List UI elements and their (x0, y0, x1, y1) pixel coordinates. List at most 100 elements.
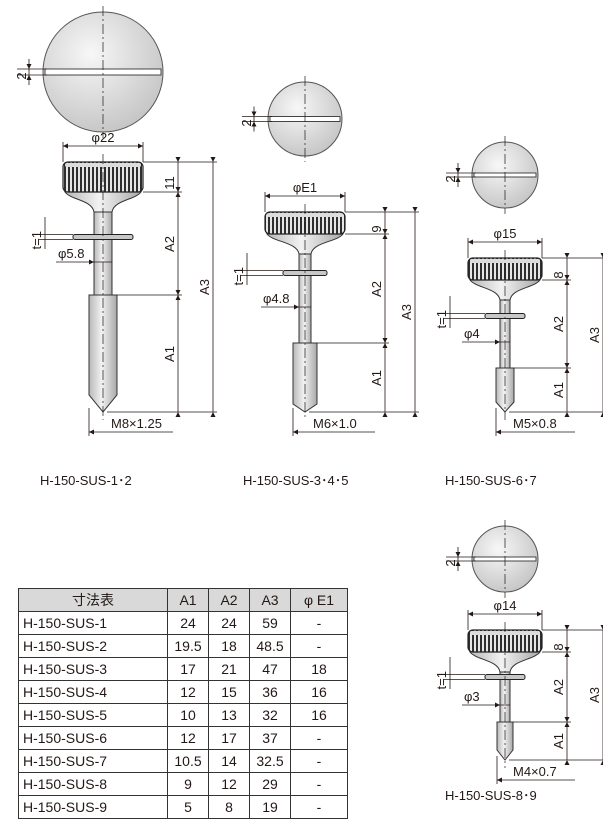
dimension-arrow (382, 343, 388, 348)
a3-label: A3 (587, 687, 602, 703)
table-model-cell: H-150-SUS-5 (18, 703, 168, 727)
washer-thickness-label: t=1 (29, 231, 44, 249)
head-height-label: 8 (551, 643, 566, 650)
table-value-cell: 36 (249, 680, 291, 704)
table-value-cell: 29 (249, 772, 291, 796)
table-value-cell: 18 (208, 634, 250, 658)
a3-label: A3 (197, 279, 212, 295)
dimension-arrow (265, 193, 270, 199)
model-caption: H-150-SUS-8･9 (445, 788, 537, 803)
table-model-cell: H-150-SUS-3 (18, 657, 168, 681)
head-chamfer (470, 259, 540, 263)
table-value-cell: 5 (167, 795, 209, 819)
washer-thickness-label: t=1 (231, 267, 246, 285)
table-header-cell: A1 (167, 588, 209, 612)
dimension-arrow (495, 702, 500, 708)
thread-size-label: M6×1.0 (313, 416, 357, 431)
threaded-end (496, 721, 514, 761)
table-model-cell: H-150-SUS-1 (18, 611, 168, 635)
slot-width-label: 2 (14, 72, 29, 79)
table-header-cell: φ E1 (290, 588, 348, 612)
table-model-cell: H-150-SUS-2 (18, 634, 168, 658)
head-chamfer (470, 631, 540, 635)
table-value-cell: 14 (208, 749, 250, 773)
dimension-arrow (138, 143, 143, 149)
table-value-cell: 15 (208, 680, 250, 704)
head-chamfer (65, 163, 141, 167)
dimension-arrow (251, 121, 257, 127)
table-value-cell: - (290, 634, 348, 658)
a3-label: A3 (399, 304, 414, 320)
a2-label: A2 (369, 281, 384, 297)
table-model-cell: H-150-SUS-9 (18, 795, 168, 819)
dimension-arrow (564, 253, 570, 258)
head-diameter-label: φ22 (92, 130, 115, 145)
head-chamfer (267, 213, 343, 217)
table-value-cell: - (290, 726, 348, 750)
shaft-diameter-label: φ5.8 (58, 246, 85, 261)
head-diameter-label: φ15 (494, 226, 517, 241)
a1-label: A1 (551, 733, 566, 749)
dimension-arrow (564, 625, 570, 630)
dimension-arrow (468, 611, 473, 617)
table-model-cell: H-150-SUS-8 (18, 772, 168, 796)
head-height-label: 8 (551, 271, 566, 278)
washer-thickness-label: t=1 (434, 310, 449, 328)
table-value-cell: 21 (208, 657, 250, 681)
table-header-cell: A3 (249, 588, 291, 612)
table-value-cell: - (290, 772, 348, 796)
dimension-arrow (455, 552, 461, 557)
dimension-arrow (495, 339, 500, 345)
table-value-cell: 17 (208, 726, 250, 750)
head-diameter-label: φE1 (293, 180, 317, 195)
thread-size-label: M8×1.25 (111, 416, 162, 431)
dimension-arrow (382, 412, 388, 417)
dimension-arrow (210, 412, 216, 417)
dimension-arrow (600, 253, 603, 258)
dimension-arrow (294, 304, 299, 310)
slot-width-label: 2 (443, 175, 458, 182)
table-value-cell: 12 (208, 772, 250, 796)
table-value-cell: 32 (249, 703, 291, 727)
a1-label: A1 (369, 370, 384, 386)
table-value-cell: 19 (249, 795, 291, 819)
table-value-cell: 8 (208, 795, 250, 819)
dimension-arrow (564, 275, 570, 280)
table-value-cell: - (290, 611, 348, 635)
head-height-label: 9 (369, 225, 384, 232)
thread-size-label: M4×0.7 (513, 764, 557, 779)
dimension-arrow (564, 722, 570, 727)
model-caption: H-150-SUS-6･7 (445, 473, 537, 488)
table-model-cell: H-150-SUS-6 (18, 726, 168, 750)
model-caption: H-150-SUS-3･4･5 (243, 473, 349, 488)
model-caption: H-150-SUS-1･2 (40, 473, 132, 488)
table-value-cell: 24 (167, 611, 209, 635)
table-value-cell: 17 (167, 657, 209, 681)
dimension-arrow (600, 412, 603, 417)
table-header-cell: 寸法表 (18, 588, 168, 612)
head-height-label: 11 (162, 176, 177, 190)
a2-label: A2 (551, 316, 566, 332)
table-model-cell: H-150-SUS-7 (18, 749, 168, 773)
a2-label: A2 (162, 236, 177, 252)
table-header-cell: A2 (208, 588, 250, 612)
table-value-cell: 47 (249, 657, 291, 681)
dimension-arrow (63, 143, 68, 149)
dimension-arrow (496, 429, 501, 435)
shaft-diameter-label: φ4 (464, 326, 480, 341)
dimension-arrow (455, 561, 461, 566)
dimension-arrow (175, 295, 181, 300)
dimension-arrow (175, 187, 181, 192)
dimension-arrow (455, 168, 461, 173)
table-value-cell: 59 (249, 611, 291, 635)
dimension-arrow (175, 192, 181, 197)
table-header-row: 寸法表 A1 A2 A3 φ E1 (18, 588, 348, 612)
dimension-arrow (26, 75, 32, 80)
table-value-cell: 18 (290, 657, 348, 681)
dimension-arrow (600, 625, 603, 630)
